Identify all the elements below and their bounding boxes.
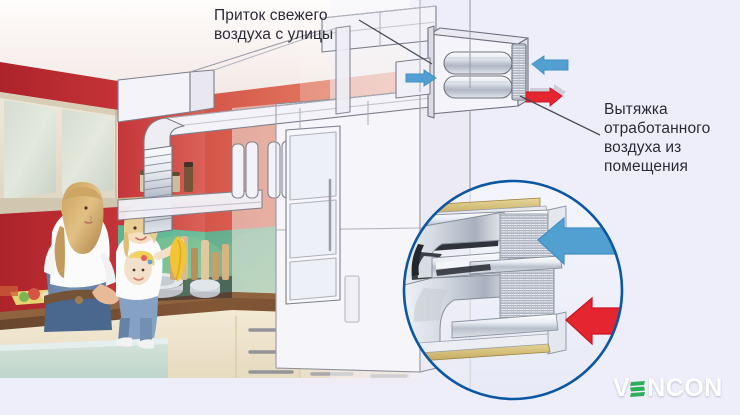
vencon-e-bars-icon: [630, 380, 646, 399]
logo-text-before: V: [613, 374, 631, 402]
label-intake-text: Приток свежего воздуха с улицы: [214, 7, 334, 43]
leader-line-intake: [358, 19, 433, 65]
vencon-logo[interactable]: V NCON: [613, 374, 723, 403]
wall-unit-sketch: [395, 25, 529, 119]
label-exhaust-text: Вытяжка отработанного воздуха из помещен…: [604, 101, 711, 175]
girl-figure: [116, 206, 187, 349]
logo-text-after: NCON: [647, 374, 723, 402]
leader-line-exhaust: [519, 95, 601, 136]
cutaway-detail-circle: [402, 179, 624, 401]
woman-figure: [44, 182, 120, 332]
duct-sketch-overlay: [117, 0, 529, 373]
leader-lines: [358, 19, 601, 136]
duct-intake-arrow: [405, 69, 437, 87]
outside-arrows: [525, 55, 569, 107]
